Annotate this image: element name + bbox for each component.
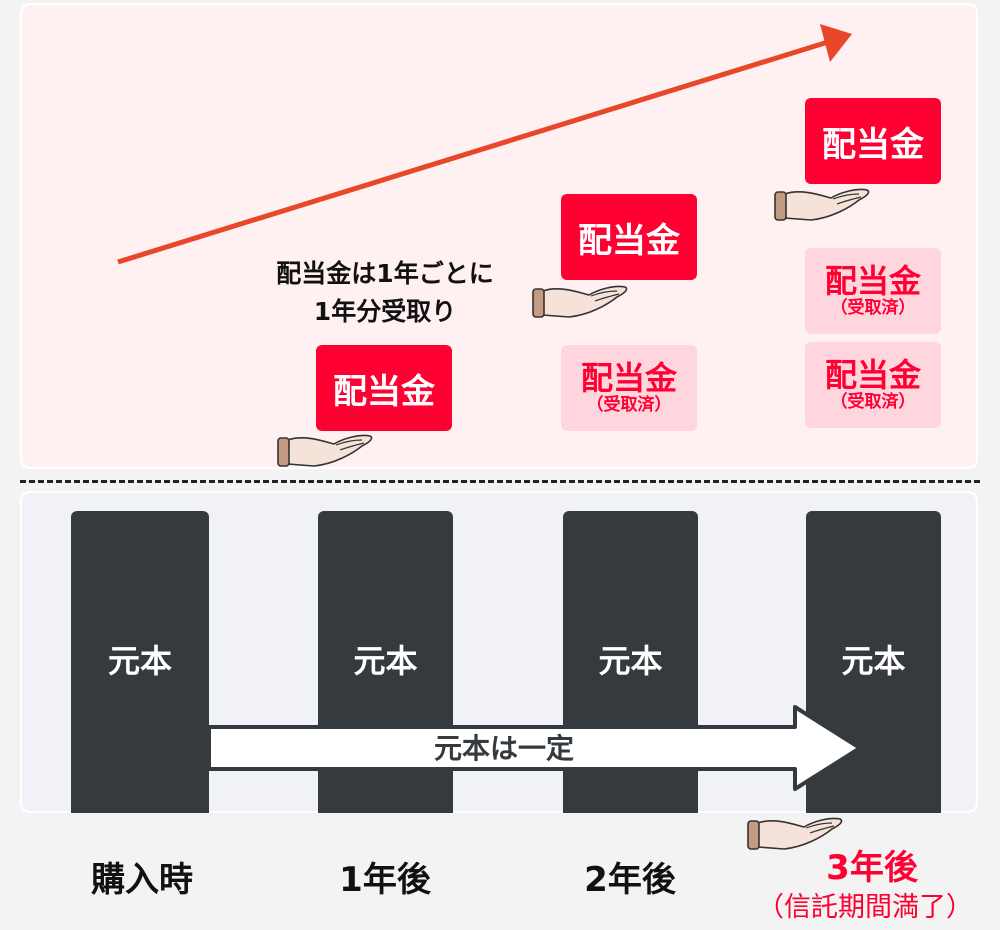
constant-arrow-icon bbox=[207, 705, 862, 791]
dividend-label: 配当金 bbox=[333, 371, 435, 412]
received-label: （受取済） bbox=[830, 298, 916, 319]
received-label: （受取済） bbox=[830, 392, 916, 413]
dividend-label: 配当金 bbox=[822, 124, 924, 165]
dividend-label: 配当金 bbox=[824, 262, 921, 301]
principal-pillar: 元本 bbox=[71, 511, 209, 813]
dividend-box-year2: 配当金 bbox=[561, 194, 697, 280]
dividend-box-year1: 配当金 bbox=[316, 345, 452, 431]
principal-label: 元本 bbox=[353, 642, 418, 680]
divider bbox=[20, 480, 980, 483]
dividend-label: 配当金 bbox=[580, 359, 677, 398]
principal-label: 元本 bbox=[598, 642, 663, 680]
principal-label: 元本 bbox=[841, 642, 906, 680]
note-line-2: 1年分受取り bbox=[313, 297, 457, 326]
dividend-label: 配当金 bbox=[824, 356, 921, 395]
received-box: 配当金（受取済） bbox=[805, 342, 941, 428]
timeline-year2: 2年後 bbox=[584, 860, 676, 900]
hand-icon bbox=[747, 817, 843, 850]
hand-icon bbox=[774, 188, 870, 221]
maturity-note: （信託期間満了） bbox=[757, 892, 973, 923]
trend-arrow-icon bbox=[117, 24, 852, 265]
dividend-note: 配当金は1年ごとに 1年分受取り bbox=[230, 255, 540, 331]
hand-icon bbox=[532, 285, 628, 318]
dividend-label: 配当金 bbox=[578, 220, 680, 261]
principal-constant-label: 元本は一定 bbox=[433, 732, 574, 765]
hand-icon bbox=[277, 434, 373, 467]
principal-label: 元本 bbox=[107, 642, 172, 680]
timeline-purchase: 購入時 bbox=[91, 860, 193, 900]
received-box: 配当金（受取済） bbox=[805, 248, 941, 334]
note-line-1: 配当金は1年ごとに bbox=[276, 259, 494, 288]
timeline-year1: 1年後 bbox=[339, 860, 431, 900]
dividend-box-year3: 配当金 bbox=[805, 98, 941, 184]
timeline-year3: 3年後 bbox=[826, 848, 918, 888]
received-box: 配当金（受取済） bbox=[561, 345, 697, 431]
received-label: （受取済） bbox=[586, 395, 672, 416]
